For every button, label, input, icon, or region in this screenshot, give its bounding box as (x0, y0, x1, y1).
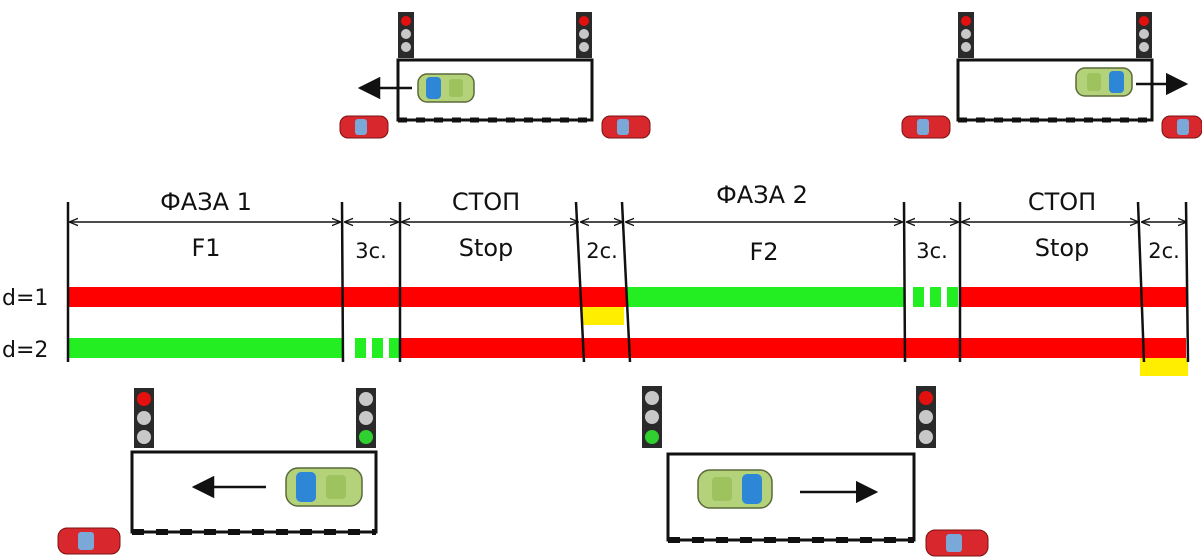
top-left-scene (339, 12, 651, 139)
green-car-icon (417, 73, 475, 103)
green-blink-bar (389, 338, 400, 358)
red-signal-bar (960, 287, 1186, 307)
green-signal-bar (68, 338, 342, 358)
green-signal-bar (626, 287, 904, 307)
phase-title: СТОП (1028, 188, 1096, 216)
phase-boundaries (66, 201, 1190, 363)
green-car-icon (1075, 67, 1133, 97)
green-blink-bar (947, 287, 958, 307)
red-lamp-icon (1139, 16, 1149, 26)
green-blink-bar (355, 338, 366, 358)
phase-subtitle: 3с. (355, 239, 387, 263)
red-lamp-icon (961, 16, 971, 26)
traffic-light-icon (1136, 12, 1152, 58)
green-lamp-icon (359, 430, 373, 444)
red-car-icon (1161, 115, 1202, 139)
red-car-icon (901, 115, 951, 139)
red-lamp-icon (137, 392, 151, 406)
red-signal-bar (400, 338, 1186, 358)
row-label: d=1 (2, 286, 48, 311)
row-d1-bars (68, 287, 1186, 325)
red-car-icon (601, 115, 651, 139)
green-car-icon (285, 467, 363, 507)
green-blink-bar (930, 287, 941, 307)
green-lamp-icon (645, 430, 659, 444)
phase-subtitle: F2 (749, 238, 778, 266)
phase-subtitle: 2с. (1148, 239, 1180, 263)
row-d2-bars (68, 338, 1188, 376)
traffic-light-icon (356, 388, 376, 448)
traffic-light-icon (134, 388, 154, 448)
red-signal-bar (580, 287, 626, 307)
bottom-right-scene (642, 386, 989, 557)
red-lamp-icon (919, 391, 933, 405)
timing-chart: ФАЗА 1 F1 3с. СТОП Stop 2с. ФАЗА 2 F2 3с… (2, 181, 1190, 376)
green-blink-bar (372, 338, 383, 358)
top-right-scene (901, 12, 1202, 139)
red-signal-bar (68, 287, 580, 307)
yellow-signal-bar (582, 307, 624, 325)
phase-subtitle: Stop (459, 234, 514, 262)
phase-labels: ФАЗА 1 F1 3с. СТОП Stop 2с. ФАЗА 2 F2 3с… (160, 181, 1180, 266)
green-blink-bar (913, 287, 924, 307)
phase-title: ФАЗА 2 (716, 181, 808, 209)
phase-subtitle: F1 (191, 234, 220, 262)
bottom-left-scene (57, 388, 378, 555)
phase-subtitle: 2с. (586, 239, 618, 263)
row-label: d=2 (2, 338, 48, 363)
red-car-icon (57, 527, 121, 555)
traffic-light-icon (576, 12, 592, 58)
red-car-icon (339, 115, 389, 139)
phase-title: СТОП (452, 188, 520, 216)
red-lamp-icon (579, 16, 589, 26)
yellow-signal-bar (1140, 358, 1188, 376)
traffic-light-icon (642, 386, 662, 448)
traffic-light-icon (916, 386, 936, 448)
traffic-light-icon (398, 12, 414, 58)
phase-subtitle: Stop (1035, 234, 1090, 262)
red-car-icon (925, 529, 989, 557)
red-lamp-icon (401, 16, 411, 26)
traffic-light-icon (958, 12, 974, 58)
phase-subtitle: 3с. (916, 239, 948, 263)
green-car-icon (697, 469, 773, 509)
phase-title: ФАЗА 1 (160, 188, 252, 216)
crossing-box (130, 450, 378, 534)
